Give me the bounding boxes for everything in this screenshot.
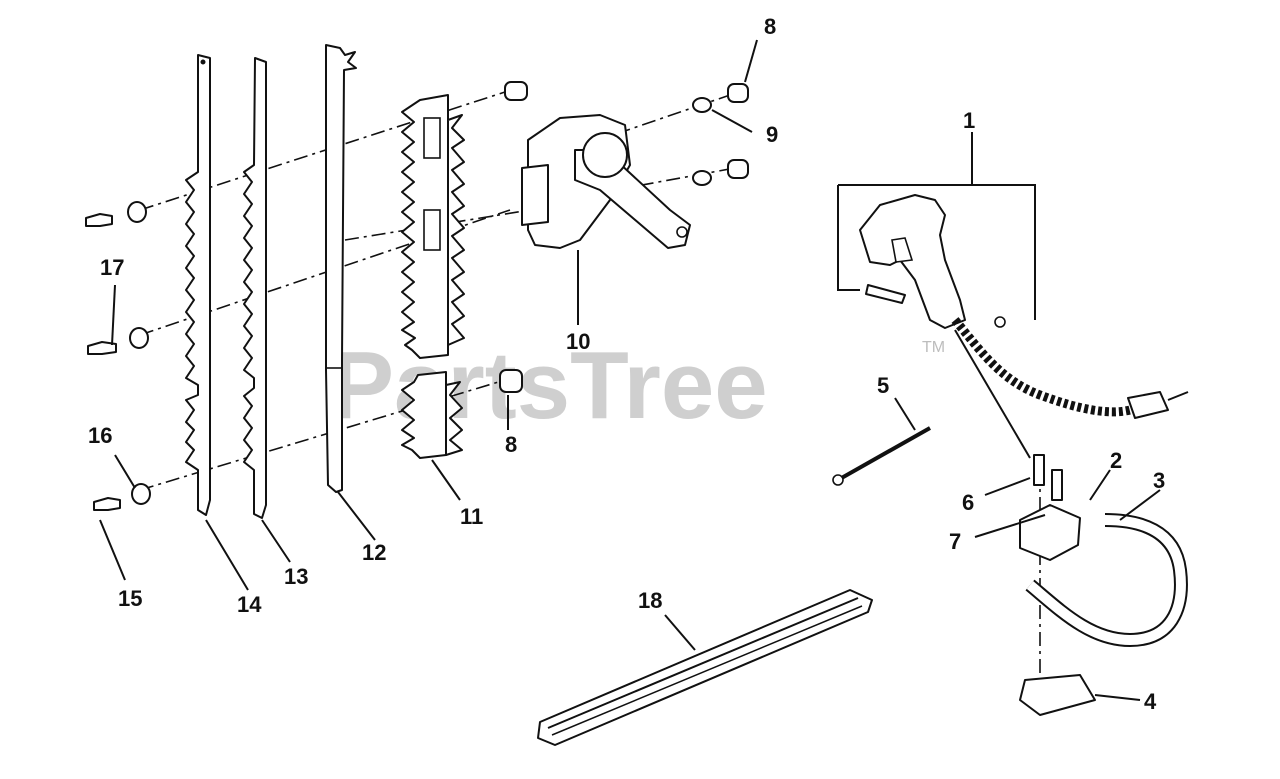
callout-8-lower: 8: [505, 432, 517, 457]
nut-icon: [499, 369, 523, 393]
callout-6: 6: [962, 490, 974, 515]
washer-icon: [692, 97, 712, 113]
part-18-blade-cover: [537, 589, 873, 746]
nut-icon: [727, 159, 749, 179]
callout-15: 15: [118, 586, 142, 611]
leader-lines: [99, 39, 1161, 701]
part-11-cutter-blade: [401, 94, 465, 459]
parts-2-3-4-loop-handle: [1019, 504, 1188, 716]
washer-icon: [127, 201, 147, 223]
callout-8-top: 8: [764, 14, 776, 39]
callout-10: 10: [566, 329, 590, 354]
callout-16: 16: [88, 423, 112, 448]
part-1-handle-assembly: [837, 184, 1189, 459]
hardware: [85, 81, 749, 511]
washer-icon: [129, 327, 149, 349]
part-10-gear-case: [521, 114, 691, 249]
callout-2: 2: [1110, 448, 1122, 473]
part-14-blade-plate: [185, 54, 211, 516]
callout-5: 5: [877, 373, 889, 398]
callout-3: 3: [1153, 468, 1165, 493]
callout-4: 4: [1144, 689, 1157, 714]
washer-icon: [692, 170, 712, 186]
bolt-icon: [1051, 469, 1063, 501]
callout-9: 9: [766, 122, 778, 147]
callout-1: 1: [963, 108, 975, 133]
callout-18: 18: [638, 588, 662, 613]
nut-icon: [504, 81, 528, 101]
screw-icon: [87, 341, 117, 355]
callout-7: 7: [949, 529, 961, 554]
watermark: PartsTree TM: [330, 332, 945, 439]
bolt-icon: [1033, 454, 1045, 486]
callout-14: 14: [237, 592, 262, 617]
part-13-blade-plate: [243, 57, 267, 519]
nut-icon: [727, 83, 749, 103]
washer-icon: [131, 483, 151, 505]
part-12-blade-bar: [325, 44, 357, 493]
watermark-trademark: TM: [922, 339, 945, 356]
callout-11: 11: [460, 504, 483, 529]
callout-12: 12: [362, 540, 386, 565]
screw-icon: [93, 497, 121, 511]
screw-icon: [85, 213, 113, 227]
callout-13: 13: [284, 564, 308, 589]
part-5-rod: [832, 426, 931, 486]
watermark-text: PartsTree: [330, 332, 768, 439]
callout-17: 17: [100, 255, 124, 280]
callout-labels: 1 2 3 4 5 6 7 8 8 9 10 11 12 13 14 15 16…: [88, 14, 1165, 714]
